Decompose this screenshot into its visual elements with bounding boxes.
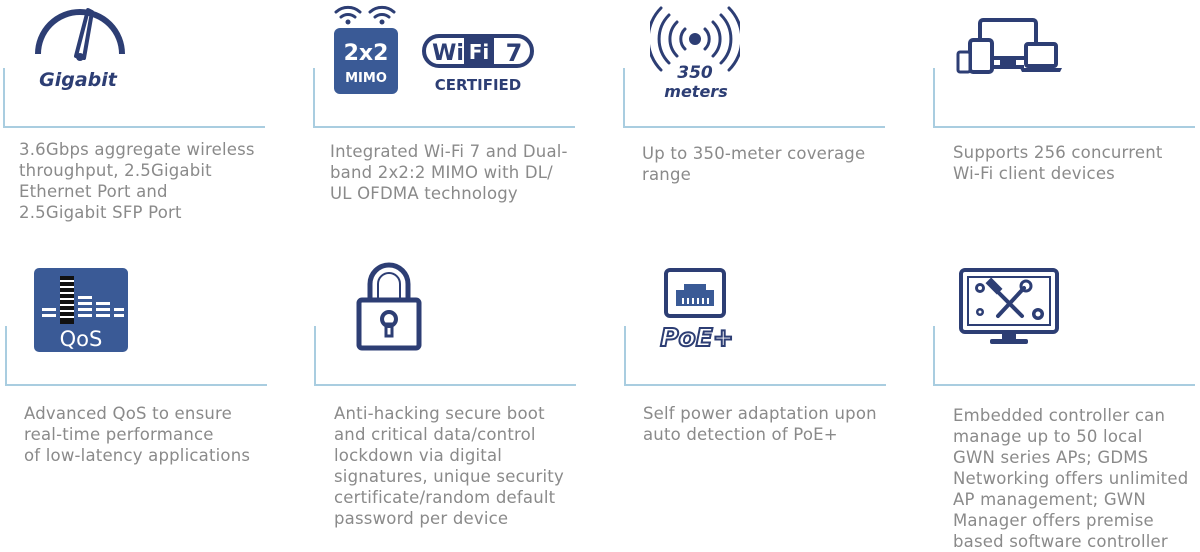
controller-tools-icon (959, 268, 1059, 344)
qos-icon: QoS (34, 268, 128, 352)
mimo-label-bottom: MIMO (345, 71, 387, 86)
wifi-label-wi: Wi (432, 41, 464, 66)
feature-description: Self power adaptation upon auto detectio… (643, 404, 877, 444)
poe-icon-label: PoE+ (660, 323, 734, 352)
feature-description: Embedded controller can manage up to 50 … (953, 406, 1189, 551)
poe-plus-icon: PoE+ (659, 268, 735, 352)
feature-description: Supports 256 concurrent Wi-Fi client dev… (953, 143, 1163, 183)
wifi-label-7: 7 (506, 39, 523, 67)
feature-description: Anti-hacking secure boot and critical da… (334, 404, 564, 528)
coverage-number-label: 350 (677, 63, 713, 83)
feature-description: 3.6Gbps aggregate wireless throughput, 2… (19, 140, 255, 222)
speedometer-icon: Gigabit (35, 8, 125, 91)
wifi-certified-label: CERTIFIED (435, 76, 521, 94)
padlock-icon (356, 262, 422, 351)
wifi-label-fi: Fi (469, 40, 490, 64)
coverage-range-icon: 350 meters (650, 6, 740, 101)
wifi-mimo-icon: 2x2 MIMO Wi Fi 7 CERTIFIED (334, 5, 534, 94)
gigabit-icon-label: Gigabit (39, 69, 118, 91)
qos-icon-label: QoS (60, 327, 103, 351)
devices-icon (956, 18, 1062, 74)
coverage-unit-label: meters (664, 82, 727, 101)
feature-description: Advanced QoS to ensure real-time perform… (24, 404, 251, 465)
feature-description: Integrated Wi-Fi 7 and Dual- band 2x2:2 … (330, 142, 568, 203)
feature-description: Up to 350-meter coverage range (642, 144, 866, 184)
mimo-label-top: 2x2 (344, 41, 389, 66)
